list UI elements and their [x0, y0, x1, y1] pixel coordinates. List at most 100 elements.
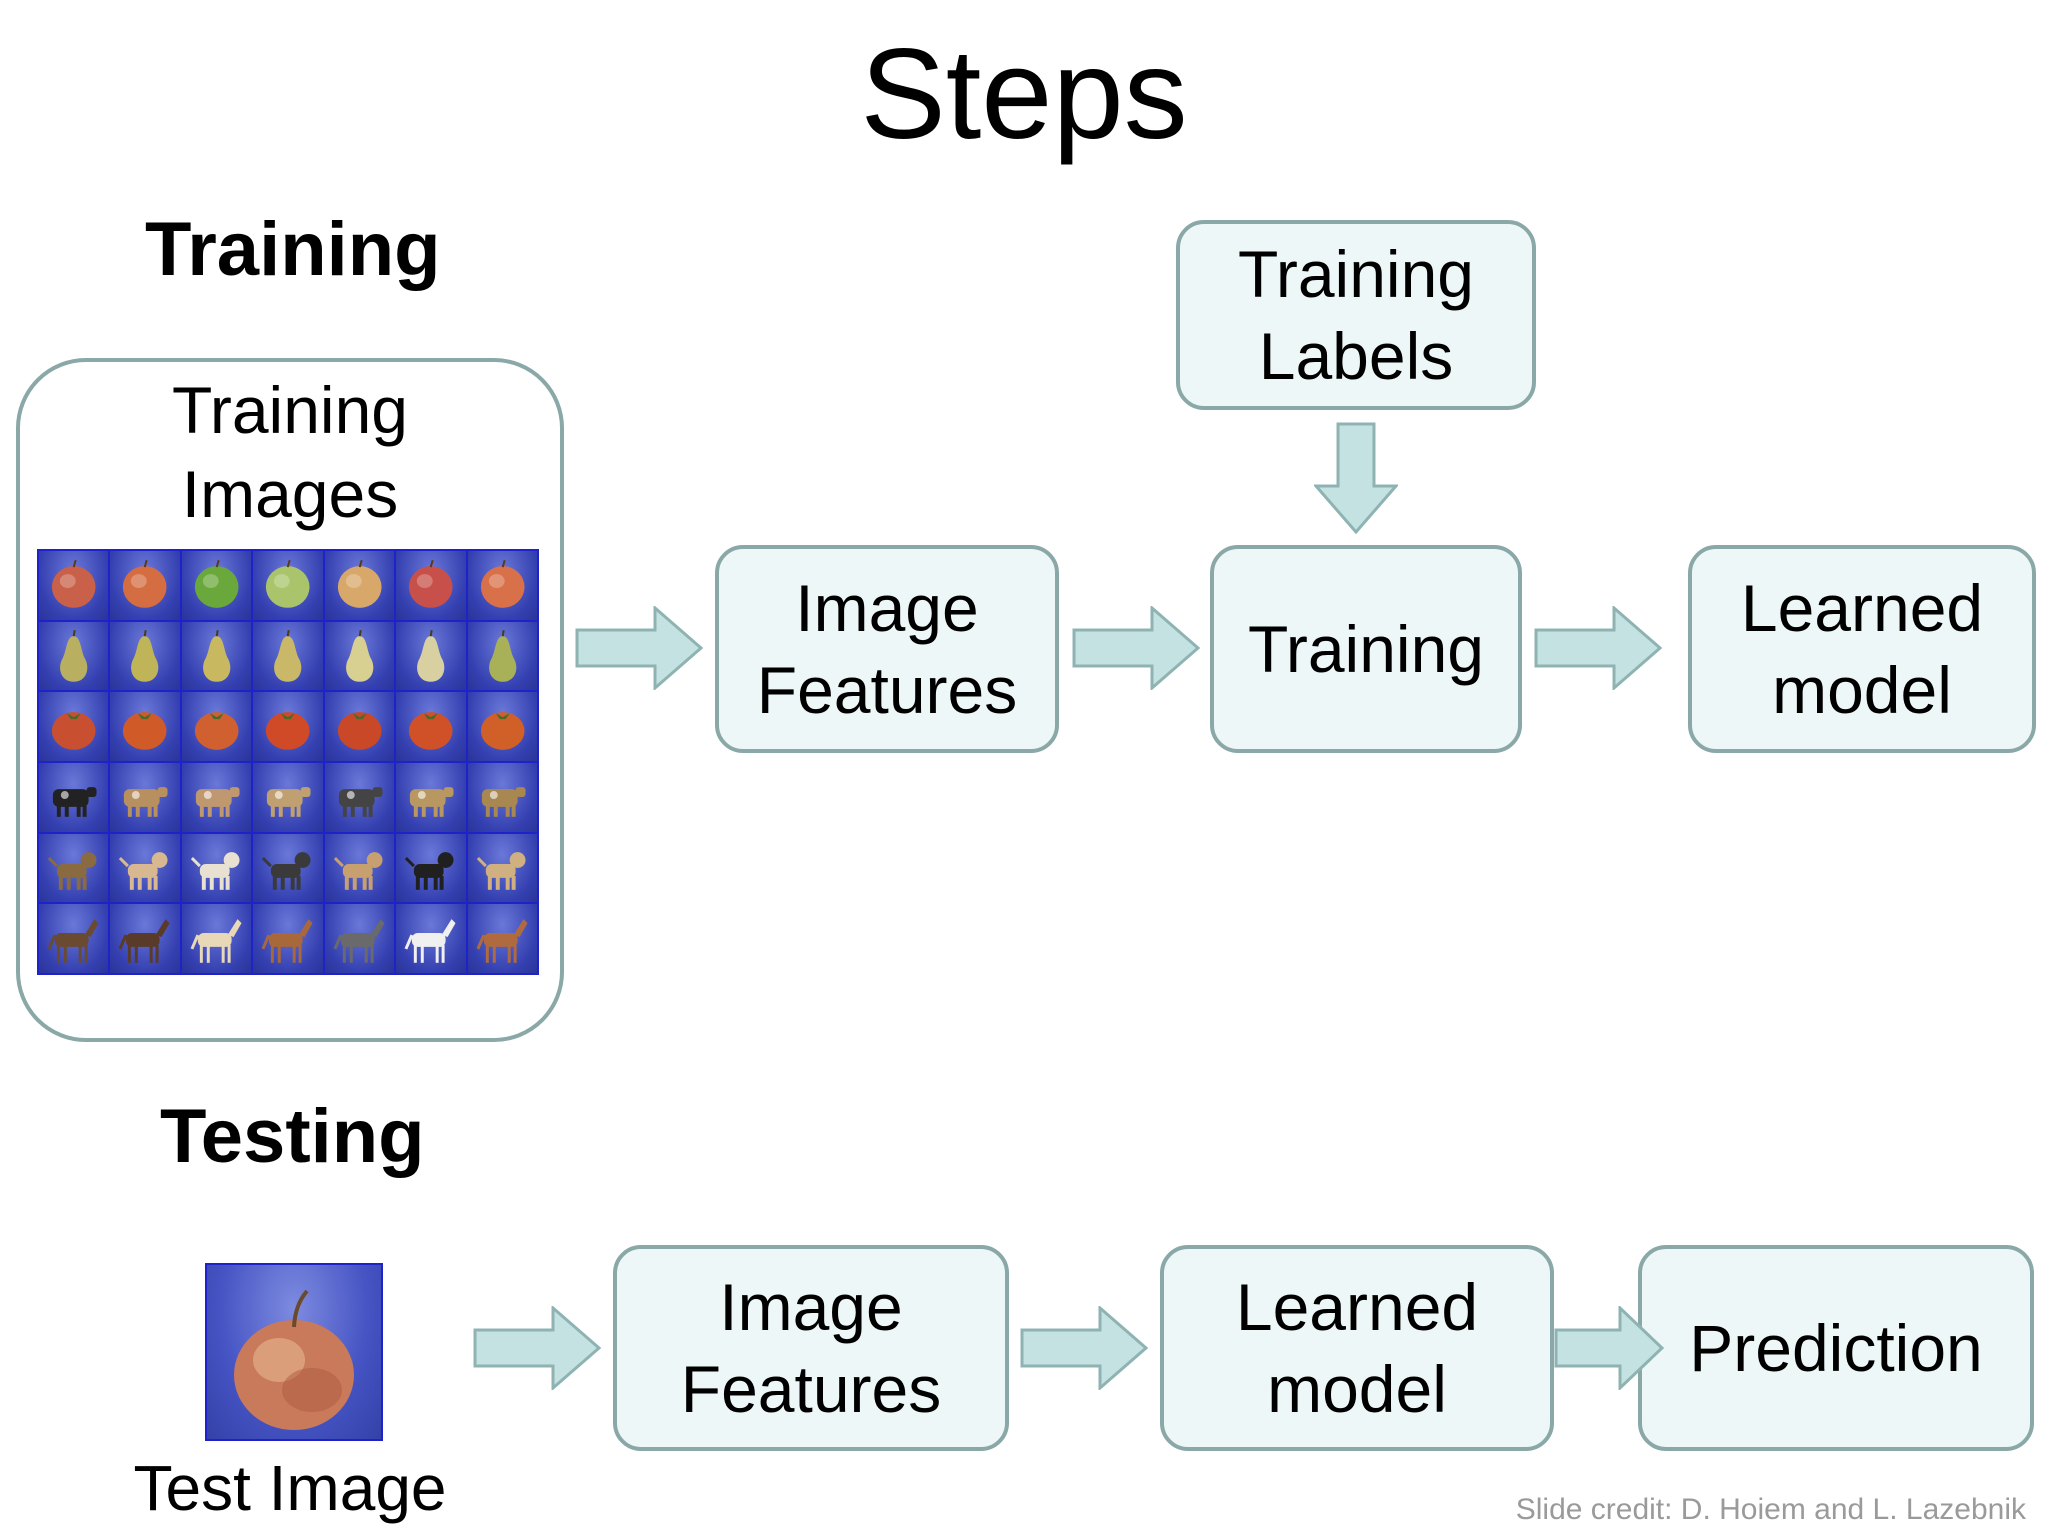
training-images-panel: Training Images: [16, 358, 564, 1042]
cow-icon: [124, 787, 168, 818]
horse-thumbnail: [253, 904, 323, 973]
testing-heading: Testing: [160, 1094, 425, 1179]
apple-thumbnail: [396, 551, 466, 620]
horse-icon: [404, 918, 456, 963]
apple-thumbnail: [324, 551, 395, 620]
arrow-images-to-features: [575, 606, 704, 690]
cow-icon: [52, 787, 97, 818]
dog-icon: [190, 852, 240, 890]
pear-icon: [417, 630, 445, 682]
test-image: [205, 1263, 383, 1441]
pear-icon: [345, 630, 374, 682]
apple-icon: [337, 560, 382, 609]
training-labels-box: Training Labels: [1176, 220, 1536, 410]
tomato-icon: [480, 711, 525, 750]
apple-icon: [480, 560, 525, 609]
dog-thumbnail: [253, 833, 323, 903]
dog-thumbnail: [467, 833, 537, 903]
apple-icon: [123, 560, 167, 609]
pear-icon: [60, 630, 88, 682]
horse-thumbnail: [110, 904, 180, 973]
horse-thumbnail: [396, 904, 466, 973]
tomato-thumbnail: [253, 692, 323, 761]
cow-thumbnail: [110, 762, 180, 832]
horse-thumbnail: [39, 904, 109, 973]
cow-thumbnail: [39, 762, 109, 832]
tomato-icon: [337, 711, 382, 750]
cow-thumbnail: [181, 762, 252, 832]
tomato-thumbnail: [39, 692, 109, 761]
training-box: Training: [1210, 545, 1522, 753]
tomato-icon: [194, 711, 239, 750]
pear-thumbnail: [39, 621, 109, 691]
horse-icon: [47, 918, 99, 963]
apple-thumbnail: [110, 551, 180, 620]
test-apple-icon: [234, 1289, 354, 1430]
cow-thumbnail: [324, 762, 395, 832]
apple-thumbnail: [253, 551, 323, 620]
arrow-test-image-to-features: [473, 1306, 602, 1390]
arrow-features-to-model: [1020, 1306, 1149, 1390]
tomato-icon: [123, 711, 167, 750]
test-image-label: Test Image: [133, 1452, 447, 1524]
horse-thumbnail: [467, 904, 537, 973]
pear-thumbnail: [253, 621, 323, 691]
horse-icon: [118, 918, 170, 963]
horse-icon: [261, 918, 313, 963]
dog-icon: [119, 852, 168, 890]
apple-icon: [51, 560, 96, 609]
cow-thumbnail: [467, 762, 537, 832]
dog-thumbnail: [39, 833, 109, 903]
tomato-icon: [266, 711, 310, 750]
pear-thumbnail: [324, 621, 395, 691]
cow-thumbnail: [396, 762, 466, 832]
prediction-box: Prediction: [1638, 1245, 2034, 1451]
pear-icon: [274, 630, 302, 682]
dog-icon: [47, 852, 97, 890]
apple-icon: [266, 560, 310, 609]
cow-icon: [410, 787, 454, 818]
tomato-thumbnail: [324, 692, 395, 761]
arrow-features-to-training: [1072, 606, 1201, 690]
horse-icon: [333, 918, 385, 963]
tomato-icon: [51, 711, 96, 750]
horse-thumbnail: [181, 904, 252, 973]
arrow-labels-to-training: [1314, 422, 1398, 535]
tomato-thumbnail: [396, 692, 466, 761]
training-image-features-box: Image Features: [715, 545, 1059, 753]
dog-thumbnail: [324, 833, 395, 903]
pear-icon: [488, 630, 516, 682]
tomato-icon: [409, 711, 453, 750]
apple-thumbnail: [181, 551, 252, 620]
arrow-training-to-model: [1534, 606, 1663, 690]
tomato-thumbnail: [467, 692, 537, 761]
dog-thumbnail: [396, 833, 466, 903]
dog-thumbnail: [110, 833, 180, 903]
dog-icon: [476, 852, 526, 890]
pear-thumbnail: [110, 621, 180, 691]
cow-icon: [267, 787, 311, 818]
cow-icon: [338, 787, 383, 818]
horse-thumbnail: [324, 904, 395, 973]
tomato-thumbnail: [110, 692, 180, 761]
training-images-label: Training Images: [172, 373, 408, 531]
slide-credit: Slide credit: D. Hoiem and L. Lazebnik: [1515, 1493, 2026, 1526]
cow-icon: [481, 787, 526, 818]
arrow-model-to-prediction: [1554, 1306, 1665, 1390]
apple-icon: [409, 560, 453, 609]
tomato-thumbnail: [181, 692, 252, 761]
apple-thumbnail: [39, 551, 109, 620]
training-image-grid: [37, 549, 539, 975]
apple-thumbnail: [467, 551, 537, 620]
dog-thumbnail: [181, 833, 252, 903]
cow-icon: [195, 787, 240, 818]
dog-icon: [405, 852, 454, 890]
cow-thumbnail: [253, 762, 323, 832]
pear-thumbnail: [396, 621, 466, 691]
training-heading: Training: [145, 207, 441, 292]
horse-icon: [190, 918, 242, 963]
pear-thumbnail: [467, 621, 537, 691]
pear-icon: [202, 630, 231, 682]
pear-thumbnail: [181, 621, 252, 691]
learned-model-box-testing: Learned model: [1160, 1245, 1554, 1451]
